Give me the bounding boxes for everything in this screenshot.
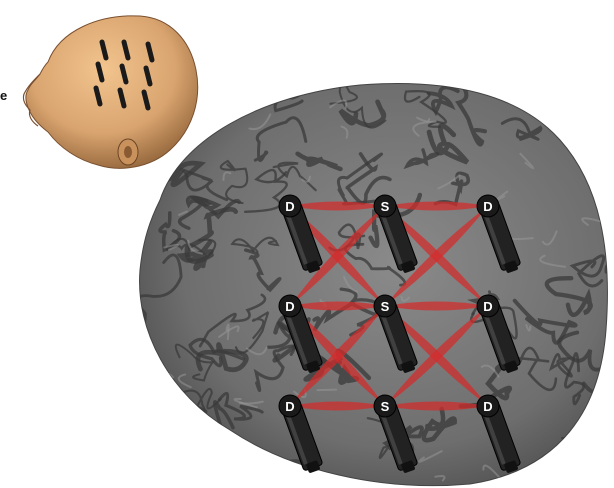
optode-label-s3: S <box>381 399 390 414</box>
optode-label-s1: S <box>381 199 390 214</box>
optode-label-d3: D <box>285 299 294 314</box>
gyrus-highlight <box>317 390 336 391</box>
optode-label-d5: D <box>285 399 294 414</box>
ear-canal <box>124 146 132 158</box>
optode-label-d4: D <box>483 299 492 314</box>
gyrus-highlight <box>572 100 586 115</box>
head-model <box>23 16 197 168</box>
gyrus-highlight <box>548 111 560 125</box>
brain <box>130 57 614 488</box>
brain-surface <box>140 83 608 485</box>
gyrus-highlight <box>203 435 207 443</box>
optode-label-d2: D <box>483 199 492 214</box>
sulcus <box>196 446 240 472</box>
optode-label-s2: S <box>381 299 390 314</box>
gyrus-highlight <box>510 238 533 239</box>
optode-label-d6: D <box>483 399 492 414</box>
gyrus-highlight <box>231 445 246 456</box>
head-surface <box>26 16 198 168</box>
optode-label-d1: D <box>285 199 294 214</box>
sulcus <box>199 461 236 488</box>
